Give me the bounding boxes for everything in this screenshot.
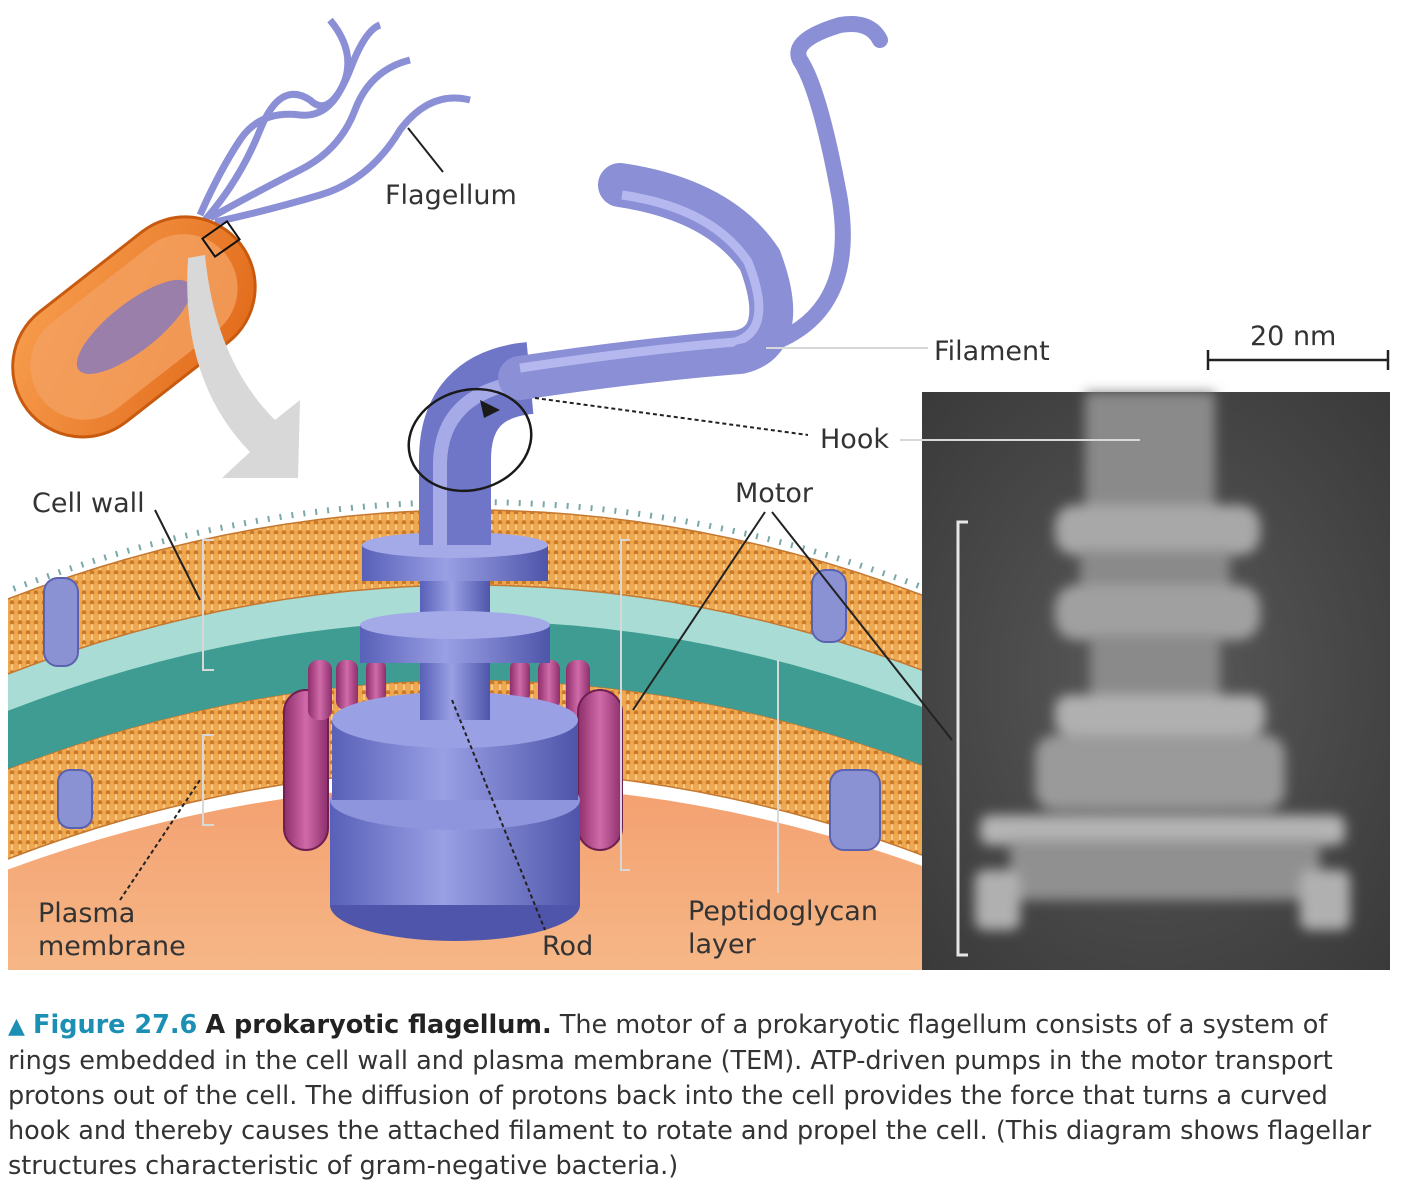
whole-cell-icon xyxy=(11,17,471,478)
rotation-arrow xyxy=(407,387,533,493)
outer-membrane-protein xyxy=(811,569,847,643)
label-flagellum: Flagellum xyxy=(385,180,517,211)
outer-membrane-bilayer xyxy=(8,509,923,675)
caption-marker-icon: ▲ xyxy=(8,1014,25,1039)
periplasm-band xyxy=(8,579,923,711)
label-membrane: membrane xyxy=(38,931,186,962)
scale-bar-label: 20 nm xyxy=(1250,321,1336,352)
zoom-arrow xyxy=(187,255,300,478)
filament xyxy=(498,163,794,400)
flagellum-diagram: 20 nm Flagellum Filament Hook Motor Cell… xyxy=(8,16,1390,970)
cell-envelope xyxy=(8,499,923,970)
label-rod: Rod xyxy=(542,931,593,962)
scale-bar: 20 nm xyxy=(1206,321,1390,370)
tem-micrograph xyxy=(922,392,1390,970)
label-filament: Filament xyxy=(934,336,1050,367)
label-plasma: Plasma xyxy=(38,898,135,929)
flagellar-motor xyxy=(283,532,623,941)
hook-and-filament xyxy=(407,16,888,545)
caption-title: A prokaryotic flagellum. xyxy=(205,1010,552,1040)
label-peptidoglycan: Peptidoglycan xyxy=(688,896,878,927)
caption-text: The motor of a prokaryotic flagellum con… xyxy=(8,1010,1372,1181)
figure-caption: ▲ Figure 27.6 A prokaryotic flagellum. T… xyxy=(8,1008,1393,1184)
label-motor: Motor xyxy=(735,478,814,509)
proton-pumps xyxy=(283,660,623,851)
outer-membrane-protein xyxy=(43,577,79,667)
plasma-membrane-protein xyxy=(57,769,93,829)
label-hook: Hook xyxy=(820,424,889,455)
plasma-membrane-protein xyxy=(829,769,881,851)
caption-figure-number: Figure 27.6 xyxy=(33,1010,198,1040)
label-layer: layer xyxy=(688,929,757,960)
zoom-box xyxy=(201,219,241,259)
label-cell-wall: Cell wall xyxy=(32,488,145,519)
